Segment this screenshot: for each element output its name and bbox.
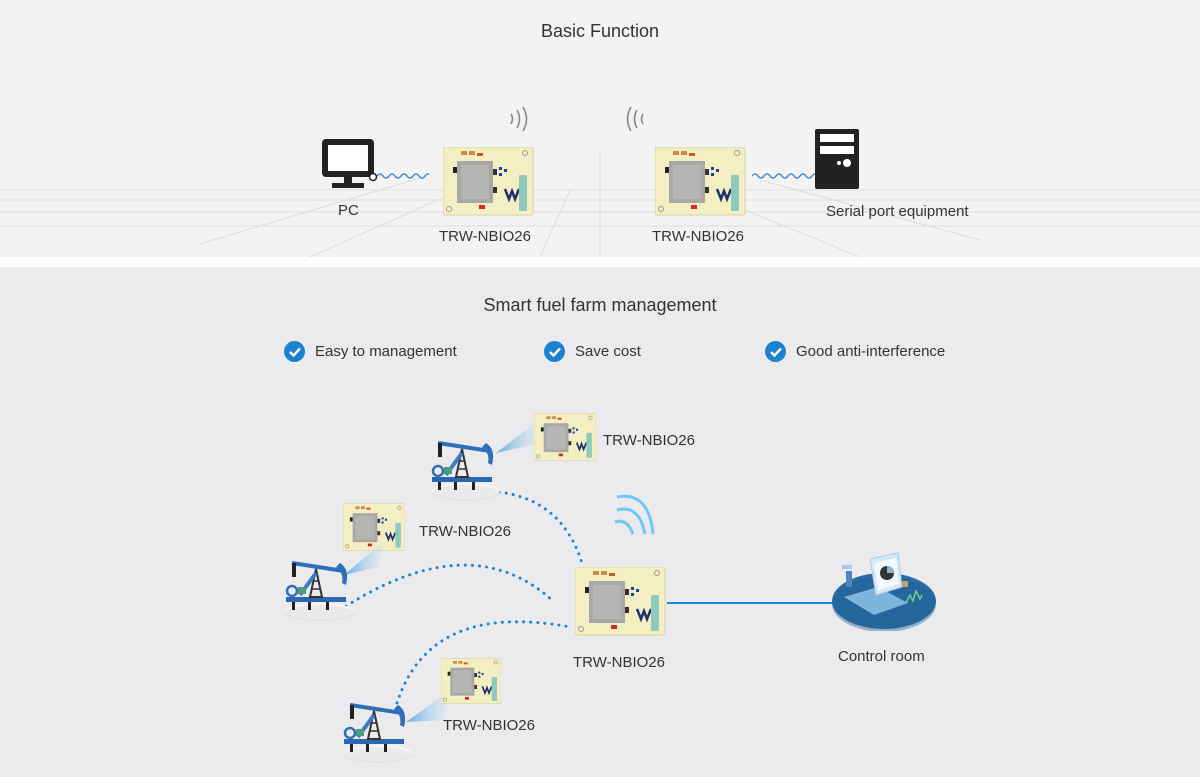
check-circle-icon: [544, 341, 565, 362]
feature-anti-interference: Good anti-interference: [765, 341, 945, 362]
oil-pump-mid-icon: [284, 561, 356, 623]
central-module-label: TRW-NBIO26: [573, 654, 665, 671]
signal-in-icon: [626, 106, 644, 132]
section-title: Smart fuel farm management: [483, 295, 717, 315]
oil-pump-bottom-icon: [342, 703, 414, 765]
feature-easy-management: Easy to management: [284, 341, 457, 362]
serial-equipment-icon: [815, 129, 859, 189]
module-top-label: TRW-NBIO26: [603, 432, 695, 449]
signal-out-icon: [510, 106, 528, 132]
signal-beam-icon: [406, 692, 448, 722]
link-top-pump: [483, 489, 584, 565]
link-mid-pump: [338, 563, 555, 612]
check-circle-icon: [284, 341, 305, 362]
oil-pump-top-icon: [430, 441, 502, 503]
pc-label: PC: [338, 202, 359, 219]
fuel-farm-section: Smart fuel farm management Easy to manag…: [0, 267, 1200, 777]
pc-monitor-icon: [322, 139, 378, 188]
control-room-icon: [832, 552, 936, 631]
trw-nbio26-module-bottom: [441, 658, 501, 704]
control-room-label: Control room: [838, 648, 925, 665]
section-title: Basic Function: [540, 21, 660, 41]
feature-save-cost: Save cost: [544, 341, 641, 362]
check-circle-icon: [765, 341, 786, 362]
basic-function-section: Basic Function PC TRW-NBIO26 TRW-NBIO26 …: [0, 0, 1200, 257]
link-bottom-pump: [395, 620, 572, 705]
feature-label: Save cost: [575, 343, 641, 360]
serial-cable-right: [752, 173, 816, 179]
module-left-label: TRW-NBIO26: [439, 228, 531, 245]
trw-nbio26-module-left: [443, 147, 535, 217]
signal-beam-icon: [344, 541, 384, 575]
module-bottom-label: TRW-NBIO26: [443, 717, 535, 734]
module-mid-label: TRW-NBIO26: [419, 523, 511, 540]
trw-nbio26-module-top: [534, 413, 596, 461]
perspective-grid: [0, 150, 1200, 257]
feature-label: Good anti-interference: [796, 343, 946, 360]
serial-equipment-label: Serial port equipment: [826, 203, 969, 220]
signal-beam-icon: [496, 419, 540, 453]
feature-label: Easy to management: [315, 343, 457, 360]
network-links: [338, 489, 835, 705]
wifi-icon: [614, 494, 655, 535]
module-right-label: TRW-NBIO26: [652, 228, 744, 245]
trw-nbio26-module-right: [655, 147, 747, 217]
trw-nbio26-module-central: [575, 567, 667, 637]
serial-cable-left: [377, 173, 429, 179]
